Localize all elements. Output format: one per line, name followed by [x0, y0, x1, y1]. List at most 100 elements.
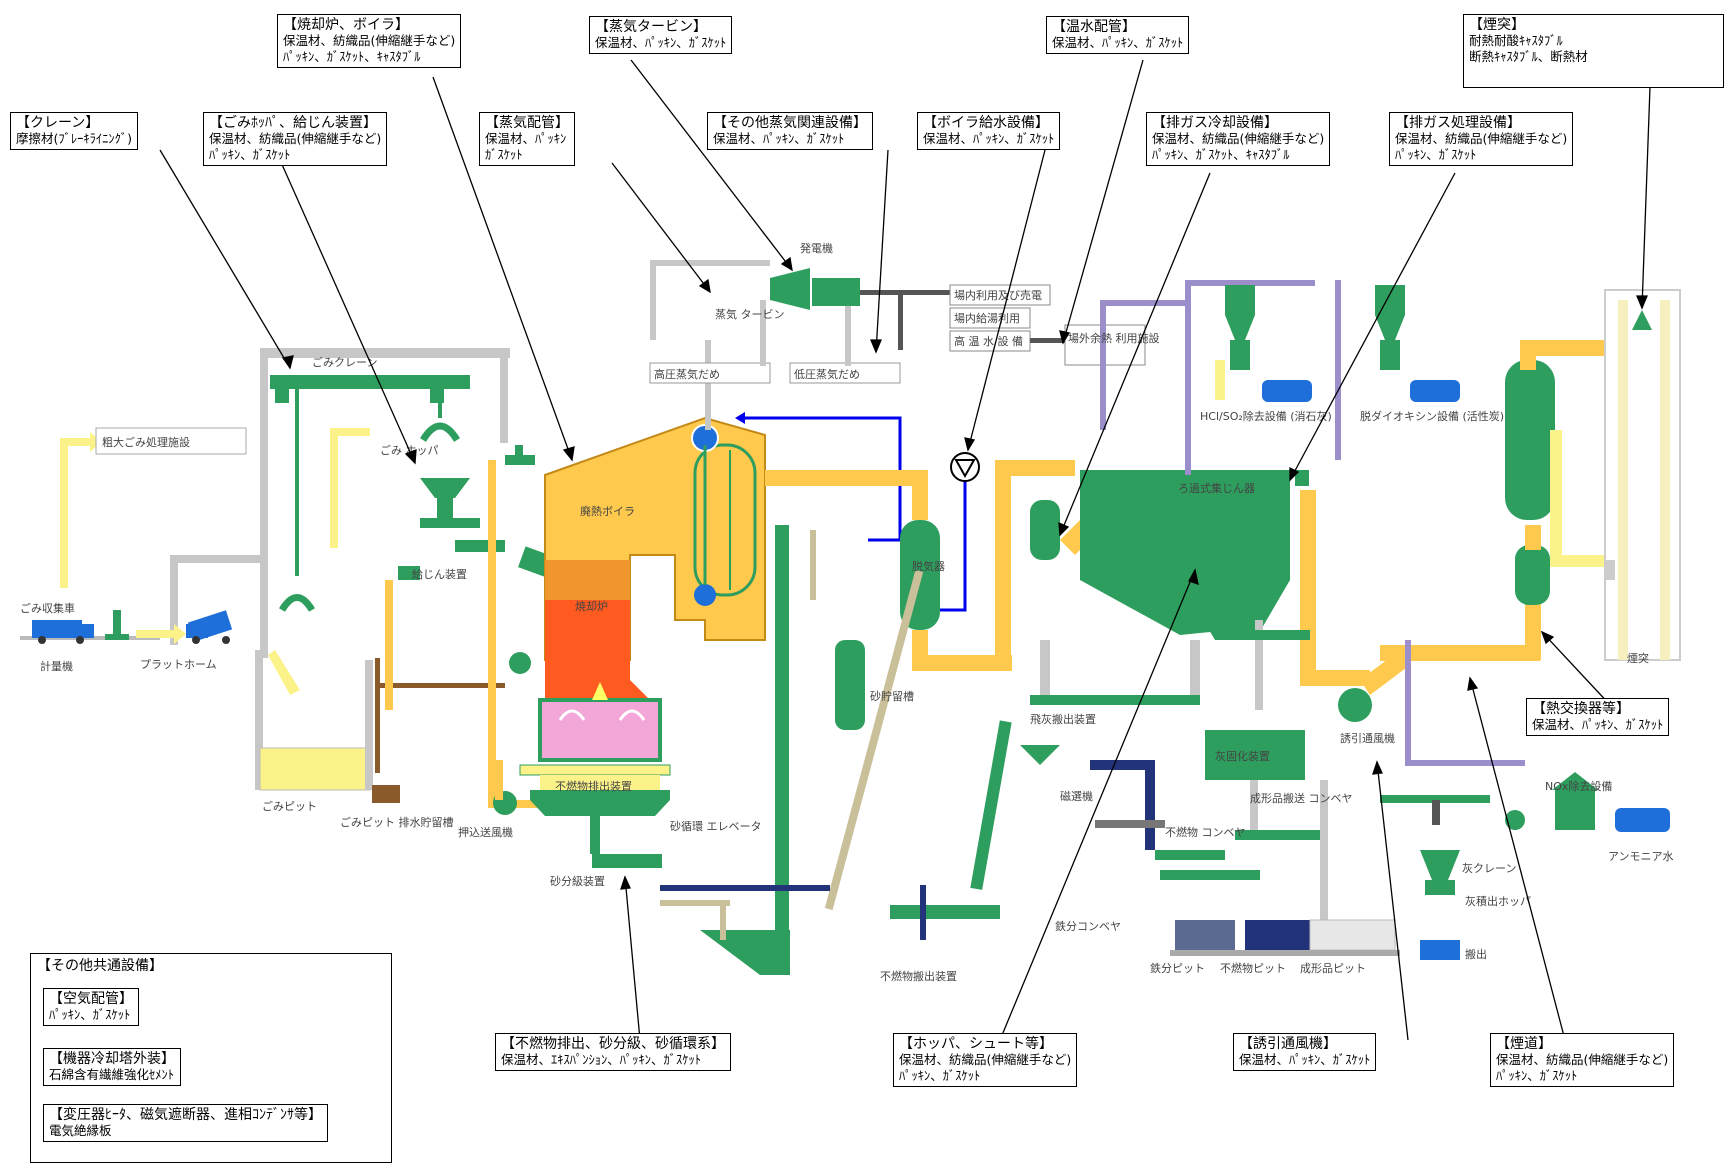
callout-incinerator: 【焼却炉、ボイラ】 保温材、紡織品(伸縮継手など) ﾊﾟｯｷﾝ、ｶﾞｽｹｯﾄ、ｷ…: [277, 14, 462, 68]
callout-steam-pipe-line1: 保温材、ﾊﾟｯｷﾝ: [485, 131, 567, 146]
common-item-transformer-title: 【変圧器ﾋｰﾀ、磁気遮断器、進相ｺﾝﾃﾞﾝｻ等】: [49, 1107, 322, 1123]
callout-noncombustible-title: 【不燃物排出、砂分級、砂循環系】: [501, 1036, 725, 1052]
callout-hopper-feeder-line2: ﾊﾟｯｷﾝ、ｶﾞｽｹｯﾄ: [209, 147, 291, 162]
label-sand-classifier: 砂分級装置: [550, 875, 605, 888]
reception-area: [20, 348, 582, 815]
callout-steam-pipe-title: 【蒸気配管】: [485, 115, 569, 131]
label-hp-header: 高圧蒸気だめ: [654, 367, 720, 381]
plant-labels: ごみ収集車 計量機 プラットホーム 粗大ごみ処理施設 ごみクレーン ごみ ホッパ…: [20, 241, 1674, 983]
label-feeder: 給じん装置: [412, 567, 467, 581]
callout-flue-title: 【煙道】: [1496, 1036, 1552, 1052]
label-sand-storage: 砂貯留槽: [870, 690, 914, 703]
common-equipment-title: 【その他共通設備】: [37, 958, 163, 974]
common-item-transformer-line1: 電気絶縁板: [49, 1123, 112, 1138]
label-platform: プラットホーム: [140, 658, 217, 671]
label-noncomb-discharge: 不燃物排出装置: [555, 779, 632, 793]
callout-hopper-chute: 【ホッパ、シュート等】 保温材、紡織品(伸縮継手など) ﾊﾟｯｷﾝ、ｶﾞｽｹｯﾄ: [893, 1033, 1078, 1087]
callout-crane: 【クレーン】 摩擦材(ﾌﾞﾚｰｷﾗｲﾆﾝｸﾞ): [10, 112, 139, 150]
label-product-pit: 成形品ピット: [1300, 962, 1366, 975]
callout-steam-pipe-line2: ｶﾞｽｹｯﾄ: [485, 147, 523, 162]
callout-boiler-feed-line1: 保温材、ﾊﾟｯｷﾝ、ｶﾞｽｹｯﾄ: [923, 131, 1055, 146]
label-conveyor-product: 成形品搬送 コンベヤ: [1250, 791, 1353, 805]
callout-other-steam: 【その他蒸気関連設備】 保温材、ﾊﾟｯｷﾝ、ｶﾞｽｹｯﾄ: [707, 112, 873, 150]
label-hcl-removal: HCl/SO₂除去設備 (消石灰): [1200, 409, 1332, 423]
label-pit-drain: ごみピット 排水貯留槽: [340, 815, 454, 829]
callout-incinerator-line1: 保温材、紡織品(伸縮継手など): [283, 33, 456, 48]
label-induced-fan: 誘引通風機: [1340, 731, 1395, 745]
callout-gas-treatment-line1: 保温材、紡織品(伸縮継手など): [1395, 131, 1568, 146]
callout-other-steam-line1: 保温材、ﾊﾟｯｷﾝ、ｶﾞｽｹｯﾄ: [713, 131, 845, 146]
callout-boiler-feed: 【ボイラ給水設備】 保温材、ﾊﾟｯｷﾝ、ｶﾞｽｹｯﾄ: [917, 112, 1061, 150]
callout-incinerator-line2: ﾊﾟｯｷﾝ、ｶﾞｽｹｯﾄ、ｷｬｽﾀﾌﾞﾙ: [283, 49, 421, 64]
sand-circulation: [660, 525, 926, 975]
leader-lines: [159, 59, 1651, 1041]
callout-chimney-line2: 断熱ｷｬｽﾀﾌﾞﾙ、断熱材: [1469, 49, 1588, 64]
callout-heat-exchanger: 【熱交換器等】 保温材、ﾊﾟｯｷﾝ、ｶﾞｽｹｯﾄ: [1526, 698, 1670, 736]
callout-chimney-title: 【煙突】: [1469, 17, 1525, 33]
callout-gas-treatment: 【排ガス処理設備】 保温材、紡織品(伸縮継手など) ﾊﾟｯｷﾝ、ｶﾞｽｹｯﾄ: [1389, 112, 1574, 166]
callout-gas-treatment-line2: ﾊﾟｯｷﾝ、ｶﾞｽｹｯﾄ: [1395, 147, 1477, 162]
callout-turbine-line1: 保温材、ﾊﾟｯｷﾝ、ｶﾞｽｹｯﾄ: [595, 35, 727, 50]
callout-induced-fan-line1: 保温材、ﾊﾟｯｷﾝ、ｶﾞｽｹｯﾄ: [1239, 1052, 1371, 1067]
label-noncomb-conveyor: 不燃物 コンベヤ: [1165, 825, 1246, 839]
callout-turbine-title: 【蒸気タービン】: [595, 19, 707, 35]
label-fly-ash: 飛灰搬出装置: [1030, 712, 1096, 726]
label-magnet: 磁選機: [1060, 789, 1093, 803]
label-ammonia: アンモニア水: [1608, 850, 1674, 863]
label-ash-hopper: 灰積出ホッパ: [1465, 894, 1531, 908]
label-ash-crane: 灰クレーン: [1462, 861, 1516, 875]
chemical-silos: [1100, 280, 1670, 832]
label-weighbridge: 計量機: [40, 659, 73, 673]
common-equipment-box: 【その他共通設備】 【空気配管】 ﾊﾟｯｷﾝ、ｶﾞｽｹｯﾄ 【機器冷却塔外装】 …: [30, 953, 392, 1163]
callout-induced-fan-title: 【誘引通風機】: [1239, 1036, 1337, 1052]
label-generator: 発電機: [800, 241, 833, 255]
callout-boiler-feed-title: 【ボイラ給水設備】: [923, 115, 1049, 131]
callout-incinerator-title: 【焼却炉、ボイラ】: [283, 17, 409, 33]
label-boiler: 廃熱ボイラ: [580, 504, 635, 518]
label-dioxin-removal: 脱ダイオキシン設備 (活性炭): [1360, 409, 1504, 423]
common-item-cooling-tower-title: 【機器冷却塔外装】: [49, 1051, 175, 1067]
callout-hopper-chute-line1: 保温材、紡織品(伸縮継手など): [899, 1052, 1072, 1067]
label-push-fan: 押込送風機: [458, 825, 513, 839]
callout-hopper-feeder: 【ごみﾎｯﾊﾟ、給じん装置】 保温材、紡織品(伸縮継手など) ﾊﾟｯｷﾝ、ｶﾞｽ…: [203, 112, 388, 166]
ash-handling: [890, 620, 1490, 960]
label-bag-filter: ろ過式集じん器: [1178, 481, 1255, 495]
callout-flue: 【煙道】 保温材、紡織品(伸縮継手など) ﾊﾟｯｷﾝ、ｶﾞｽｹｯﾄ: [1490, 1033, 1675, 1087]
label-iron-conveyor: 鉄分コンベヤ: [1055, 919, 1121, 933]
callout-gas-cooling-line1: 保温材、紡織品(伸縮継手など): [1152, 131, 1325, 146]
callout-noncombustible-line1: 保温材、ｴｷｽﾊﾟﾝｼｮﾝ、ﾊﾟｯｷﾝ、ｶﾞｽｹｯﾄ: [501, 1052, 702, 1067]
common-item-cooling-tower-line1: 石綿含有繊維強化ｾﾒﾝﾄ: [49, 1067, 175, 1082]
label-outside-use: 場外余熱 利用施設: [1068, 331, 1160, 345]
callout-flue-line2: ﾊﾟｯｷﾝ、ｶﾞｽｹｯﾄ: [1496, 1068, 1578, 1083]
label-stabilizer: 灰固化装置: [1215, 749, 1270, 763]
incinerator-boiler: [519, 416, 766, 868]
label-deaerator: 脱気器: [912, 559, 945, 573]
callout-hot-water-line1: 保温材、ﾊﾟｯｷﾝ、ｶﾞｽｹｯﾄ: [1052, 35, 1184, 50]
callout-hot-water-title: 【温水配管】: [1052, 19, 1136, 35]
label-use1: 場内利用及び売電: [954, 288, 1042, 302]
callout-steam-pipe: 【蒸気配管】 保温材、ﾊﾟｯｷﾝ ｶﾞｽｹｯﾄ: [479, 112, 575, 166]
label-lp-header: 低圧蒸気だめ: [794, 367, 860, 381]
callout-gas-cooling-line2: ﾊﾟｯｷﾝ、ｶﾞｽｹｯﾄ、ｷｬｽﾀﾌﾞﾙ: [1152, 147, 1290, 162]
common-item-air-pipe-line1: ﾊﾟｯｷﾝ、ｶﾞｽｹｯﾄ: [49, 1007, 131, 1022]
callout-hopper-chute-title: 【ホッパ、シュート等】: [899, 1036, 1053, 1052]
steam-system: [649, 260, 1146, 612]
callout-chimney-line1: 耐熱耐酸ｷｬｽﾀﾌﾞﾙ: [1469, 33, 1563, 48]
label-nox-removal: NOx除去設備: [1545, 779, 1612, 793]
callout-hopper-feeder-title: 【ごみﾎｯﾊﾟ、給じん装置】: [209, 115, 377, 131]
label-crane: ごみクレーン: [312, 355, 377, 369]
callout-noncombustible: 【不燃物排出、砂分級、砂循環系】 保温材、ｴｷｽﾊﾟﾝｼｮﾝ、ﾊﾟｯｷﾝ、ｶﾞｽ…: [495, 1033, 731, 1071]
label-iron-pit: 鉄分ピット: [1150, 961, 1205, 975]
callout-other-steam-title: 【その他蒸気関連設備】: [713, 115, 867, 131]
callout-heat-exchanger-title: 【熱交換器等】: [1532, 701, 1630, 717]
common-item-air-pipe: 【空気配管】 ﾊﾟｯｷﾝ、ｶﾞｽｹｯﾄ: [43, 988, 139, 1026]
label-chimney: 煙突: [1627, 651, 1649, 665]
callout-turbine: 【蒸気タービン】 保温材、ﾊﾟｯｷﾝ、ｶﾞｽｹｯﾄ: [589, 16, 733, 54]
callout-flue-line1: 保温材、紡織品(伸縮継手など): [1496, 1052, 1669, 1067]
label-pit: ごみピット: [262, 799, 317, 813]
label-carry-out: 搬出: [1465, 947, 1487, 961]
callout-gas-treatment-title: 【排ガス処理設備】: [1395, 115, 1521, 131]
callout-heat-exchanger-line1: 保温材、ﾊﾟｯｷﾝ、ｶﾞｽｹｯﾄ: [1532, 717, 1664, 732]
